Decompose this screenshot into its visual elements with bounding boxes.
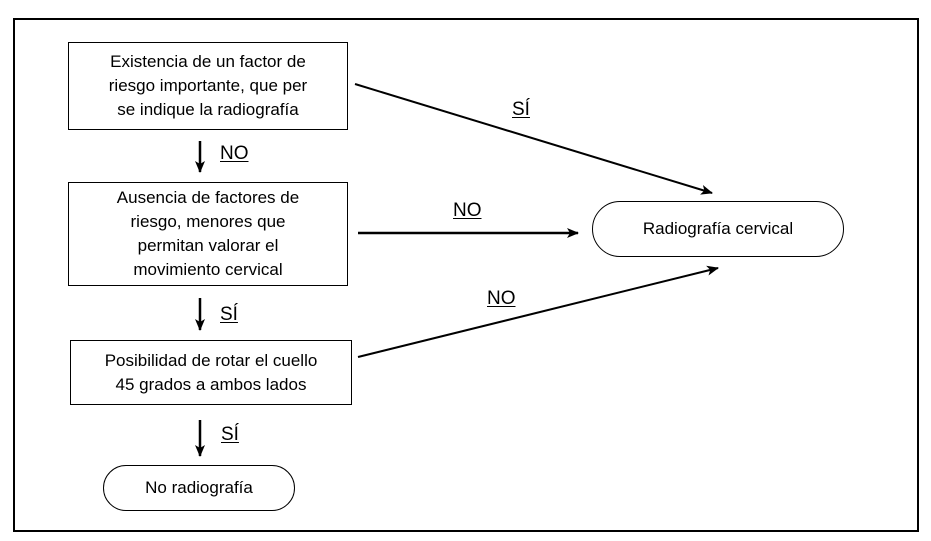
- label-rotar-to-radiografia: NO: [487, 288, 516, 309]
- arrow-factor-to-radiografia: [354, 83, 713, 195]
- label-factor-to-radiografia: SÍ: [512, 99, 530, 120]
- node-rotar-cuello-line-1: Posibilidad de rotar el cuello: [104, 350, 318, 370]
- node-factores-menores: Ausencia de factores de riesgo, menores …: [68, 182, 348, 286]
- node-radiografia-cervical: Radiografía cervical: [592, 201, 844, 257]
- node-factor-importante-line-3: se indique la radiografía: [117, 100, 299, 119]
- node-factor-importante-line-1: Existencia de un factor de: [110, 52, 306, 71]
- label-menores-to-radiografia: NO: [453, 200, 482, 221]
- node-rotar-cuello-line-2: 45 grados a ambos lados: [115, 374, 307, 394]
- node-factores-menores-line-2: riesgo, menores que: [130, 212, 286, 231]
- node-no-radiografia: No radiografía: [103, 465, 295, 511]
- node-factor-importante: Existencia de un factor de riesgo import…: [68, 42, 348, 130]
- node-factor-importante-line-2: riesgo importante, que per: [108, 76, 308, 95]
- node-rotar-cuello: Posibilidad de rotar el cuello 45 grados…: [70, 340, 352, 405]
- label-rotar-to-no-radiografia: SÍ: [221, 424, 239, 445]
- label-menores-to-rotar: SÍ: [220, 304, 238, 325]
- node-factores-menores-line-3: permitan valorar el: [137, 236, 279, 255]
- arrow-rotar-to-radiografia: [357, 265, 719, 358]
- node-factores-menores-line-1: Ausencia de factores de: [116, 188, 300, 207]
- diagram-frame: [13, 18, 919, 532]
- node-factores-menores-line-4: movimiento cervical: [133, 260, 283, 279]
- label-factor-to-menores: NO: [220, 143, 249, 164]
